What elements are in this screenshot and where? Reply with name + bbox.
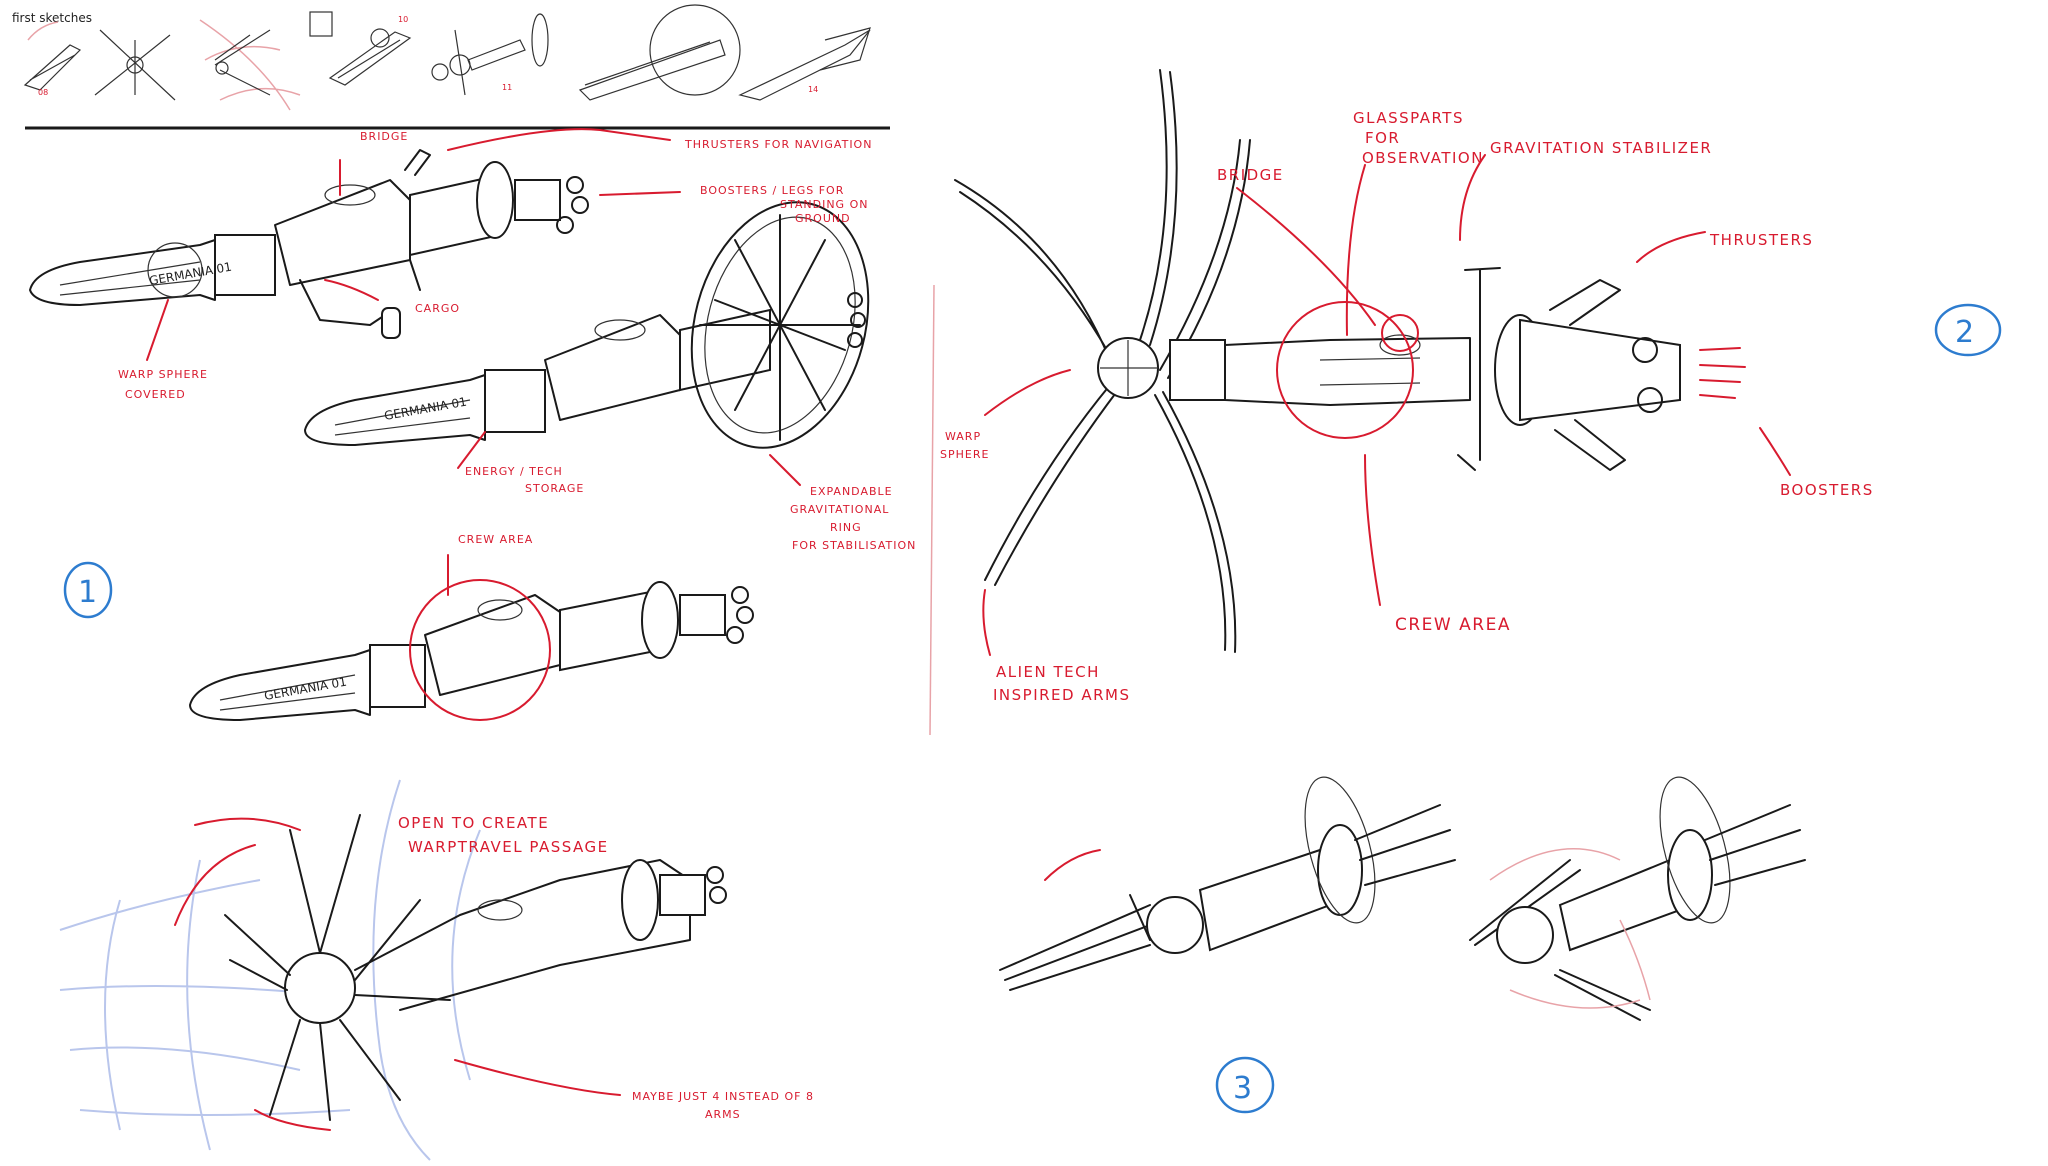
ship-sketch-1c: GERMANIA 01 [189,579,754,721]
ship-sketch-1d [59,779,727,1161]
label-boosters-legs-3: GROUND [795,212,851,225]
annotations-section-2: GLASSPARTS FOR OBSERVATION BRIDGE GRAVIT… [940,109,1874,704]
label-warp-sphere-covered-2: COVERED [125,388,186,401]
label-alien-tech: ALIEN TECH [996,663,1100,681]
label-glassparts-3: OBSERVATION [1362,149,1484,167]
thumbnail-sketch: 14 [738,27,871,101]
thumbnail-sketch [578,4,741,101]
section-1: GERMANIA 01 GERMANIA 01 [29,128,916,1161]
label-alien-tech-2: INSPIRED ARMS [993,686,1131,704]
label-boosters-legs: BOOSTERS / LEGS FOR [700,184,844,197]
label-open-warp: OPEN TO CREATE [398,814,549,832]
label-cargo: CARGO [415,302,460,315]
ship-sketch-2 [954,69,1746,653]
thumbnail-code: 11 [502,83,512,92]
annotations-section-1: BRIDGE THRUSTERS FOR NAVIGATION BOOSTERS… [118,128,916,1121]
section-3: 3 [999,776,1806,1114]
thumbnail-sketch [94,29,176,101]
label-expandable-ring: EXPANDABLE [810,485,893,498]
section-number-circle [1215,1056,1275,1114]
ship-sketch-1a: GERMANIA 01 [29,149,589,339]
section-number-1: 1 [78,575,97,610]
thumbnails-title: first sketches [12,11,92,25]
label-bridge-2: BRIDGE [1217,166,1284,184]
section-number-2: 2 [1955,315,1974,350]
label-glassparts-2: FOR [1365,129,1400,147]
label-warp-sphere: WARP [945,430,981,443]
label-bridge: BRIDGE [360,130,408,143]
label-warp-sphere-2: SPHERE [940,448,989,461]
label-boosters-2: BOOSTERS [1780,481,1874,499]
label-expandable-ring-4: FOR STABILISATION [792,539,916,552]
label-energy-tech: ENERGY / TECH [465,465,563,478]
label-expandable-ring-3: RING [830,521,862,534]
thumbnail-sketch: 10 [309,11,412,86]
label-maybe-4-arms-2: ARMS [705,1108,741,1121]
section-divider [929,284,935,736]
thumbnail-code: 14 [808,85,818,94]
label-crew-area-2: CREW AREA [1395,615,1511,635]
thumbnail-sketch: 08 [23,21,82,97]
label-crew-area-1: CREW AREA [458,533,533,546]
ship-sketch-1b: GERMANIA 01 [304,201,870,449]
thumbnail-code: 08 [38,88,48,97]
thumbnail-code: 10 [398,15,408,24]
label-thrusters-navigation: THRUSTERS FOR NAVIGATION [684,138,872,151]
thumbnail-sketch [199,19,301,111]
label-energy-tech-2: STORAGE [525,482,584,495]
thumbnail-strip: first sketches 08 10 [12,4,890,130]
label-expandable-ring-2: GRAVITATIONAL [790,503,889,516]
section-number-3: 3 [1233,1071,1252,1106]
section-2: GLASSPARTS FOR OBSERVATION BRIDGE GRAVIT… [940,69,2002,704]
label-boosters-legs-2: STANDING ON [780,198,868,211]
hull-marking: GERMANIA 01 [383,395,468,423]
section-number-circle [63,561,113,619]
label-warp-sphere-covered: WARP SPHERE [118,368,208,381]
label-open-warp-2: WARPTRAVEL PASSAGE [408,838,609,856]
ship-sketch-3b [1469,776,1806,1021]
section-number-circle [1934,303,2002,357]
label-glassparts: GLASSPARTS [1353,109,1464,127]
thumbnail-sketch: 11 [431,13,549,96]
label-thrusters-2: THRUSTERS [1709,231,1813,249]
label-maybe-4-arms: MAYBE JUST 4 INSTEAD OF 8 [632,1090,814,1103]
ship-sketch-3a [999,776,1456,991]
label-gravitation-stabilizer: GRAVITATION STABILIZER [1490,139,1712,157]
